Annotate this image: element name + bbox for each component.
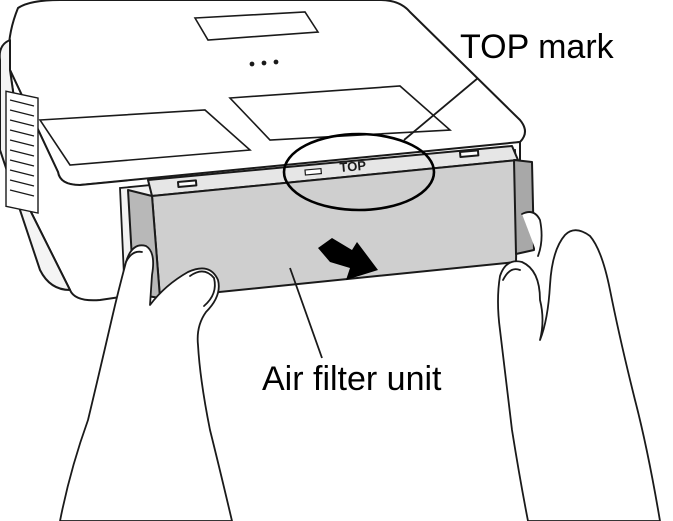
- top-mark-text: TOP: [339, 158, 367, 175]
- indicator-dot: [261, 60, 267, 66]
- right-thumb: [521, 211, 543, 257]
- top-mark-label: TOP mark: [460, 28, 614, 66]
- top-panel-left: [38, 109, 252, 166]
- top-details: [38, 11, 452, 166]
- filter-tab: [176, 179, 198, 188]
- right-hand: [497, 211, 661, 521]
- leader-lines: [289, 77, 479, 359]
- top-panel-right: [228, 85, 452, 141]
- indicator-dot: [249, 61, 255, 67]
- top-mark-highlight-ellipse: [282, 132, 436, 212]
- leader-line-top-mark: [403, 77, 479, 141]
- left-hand: [59, 244, 233, 521]
- filter-right-latch: [513, 159, 535, 255]
- top-mark-slot: [304, 167, 323, 176]
- leader-line-filter: [289, 267, 323, 359]
- left-thumb: [189, 270, 216, 307]
- arrow-down-right-icon: [318, 238, 378, 280]
- right-finger-line: [502, 268, 521, 281]
- air-filter-unit-label: Air filter unit: [262, 360, 442, 398]
- air-filter-unit: [127, 145, 535, 299]
- indicator-dot: [273, 59, 279, 65]
- vent-grille: [5, 90, 39, 214]
- handle-slot: [193, 11, 320, 41]
- top-mark-stamp: TOP: [304, 158, 367, 176]
- left-hand-palm: [59, 244, 233, 521]
- left-finger-line: [125, 250, 143, 263]
- right-hand-palm: [497, 229, 661, 521]
- filter-tab: [459, 149, 480, 158]
